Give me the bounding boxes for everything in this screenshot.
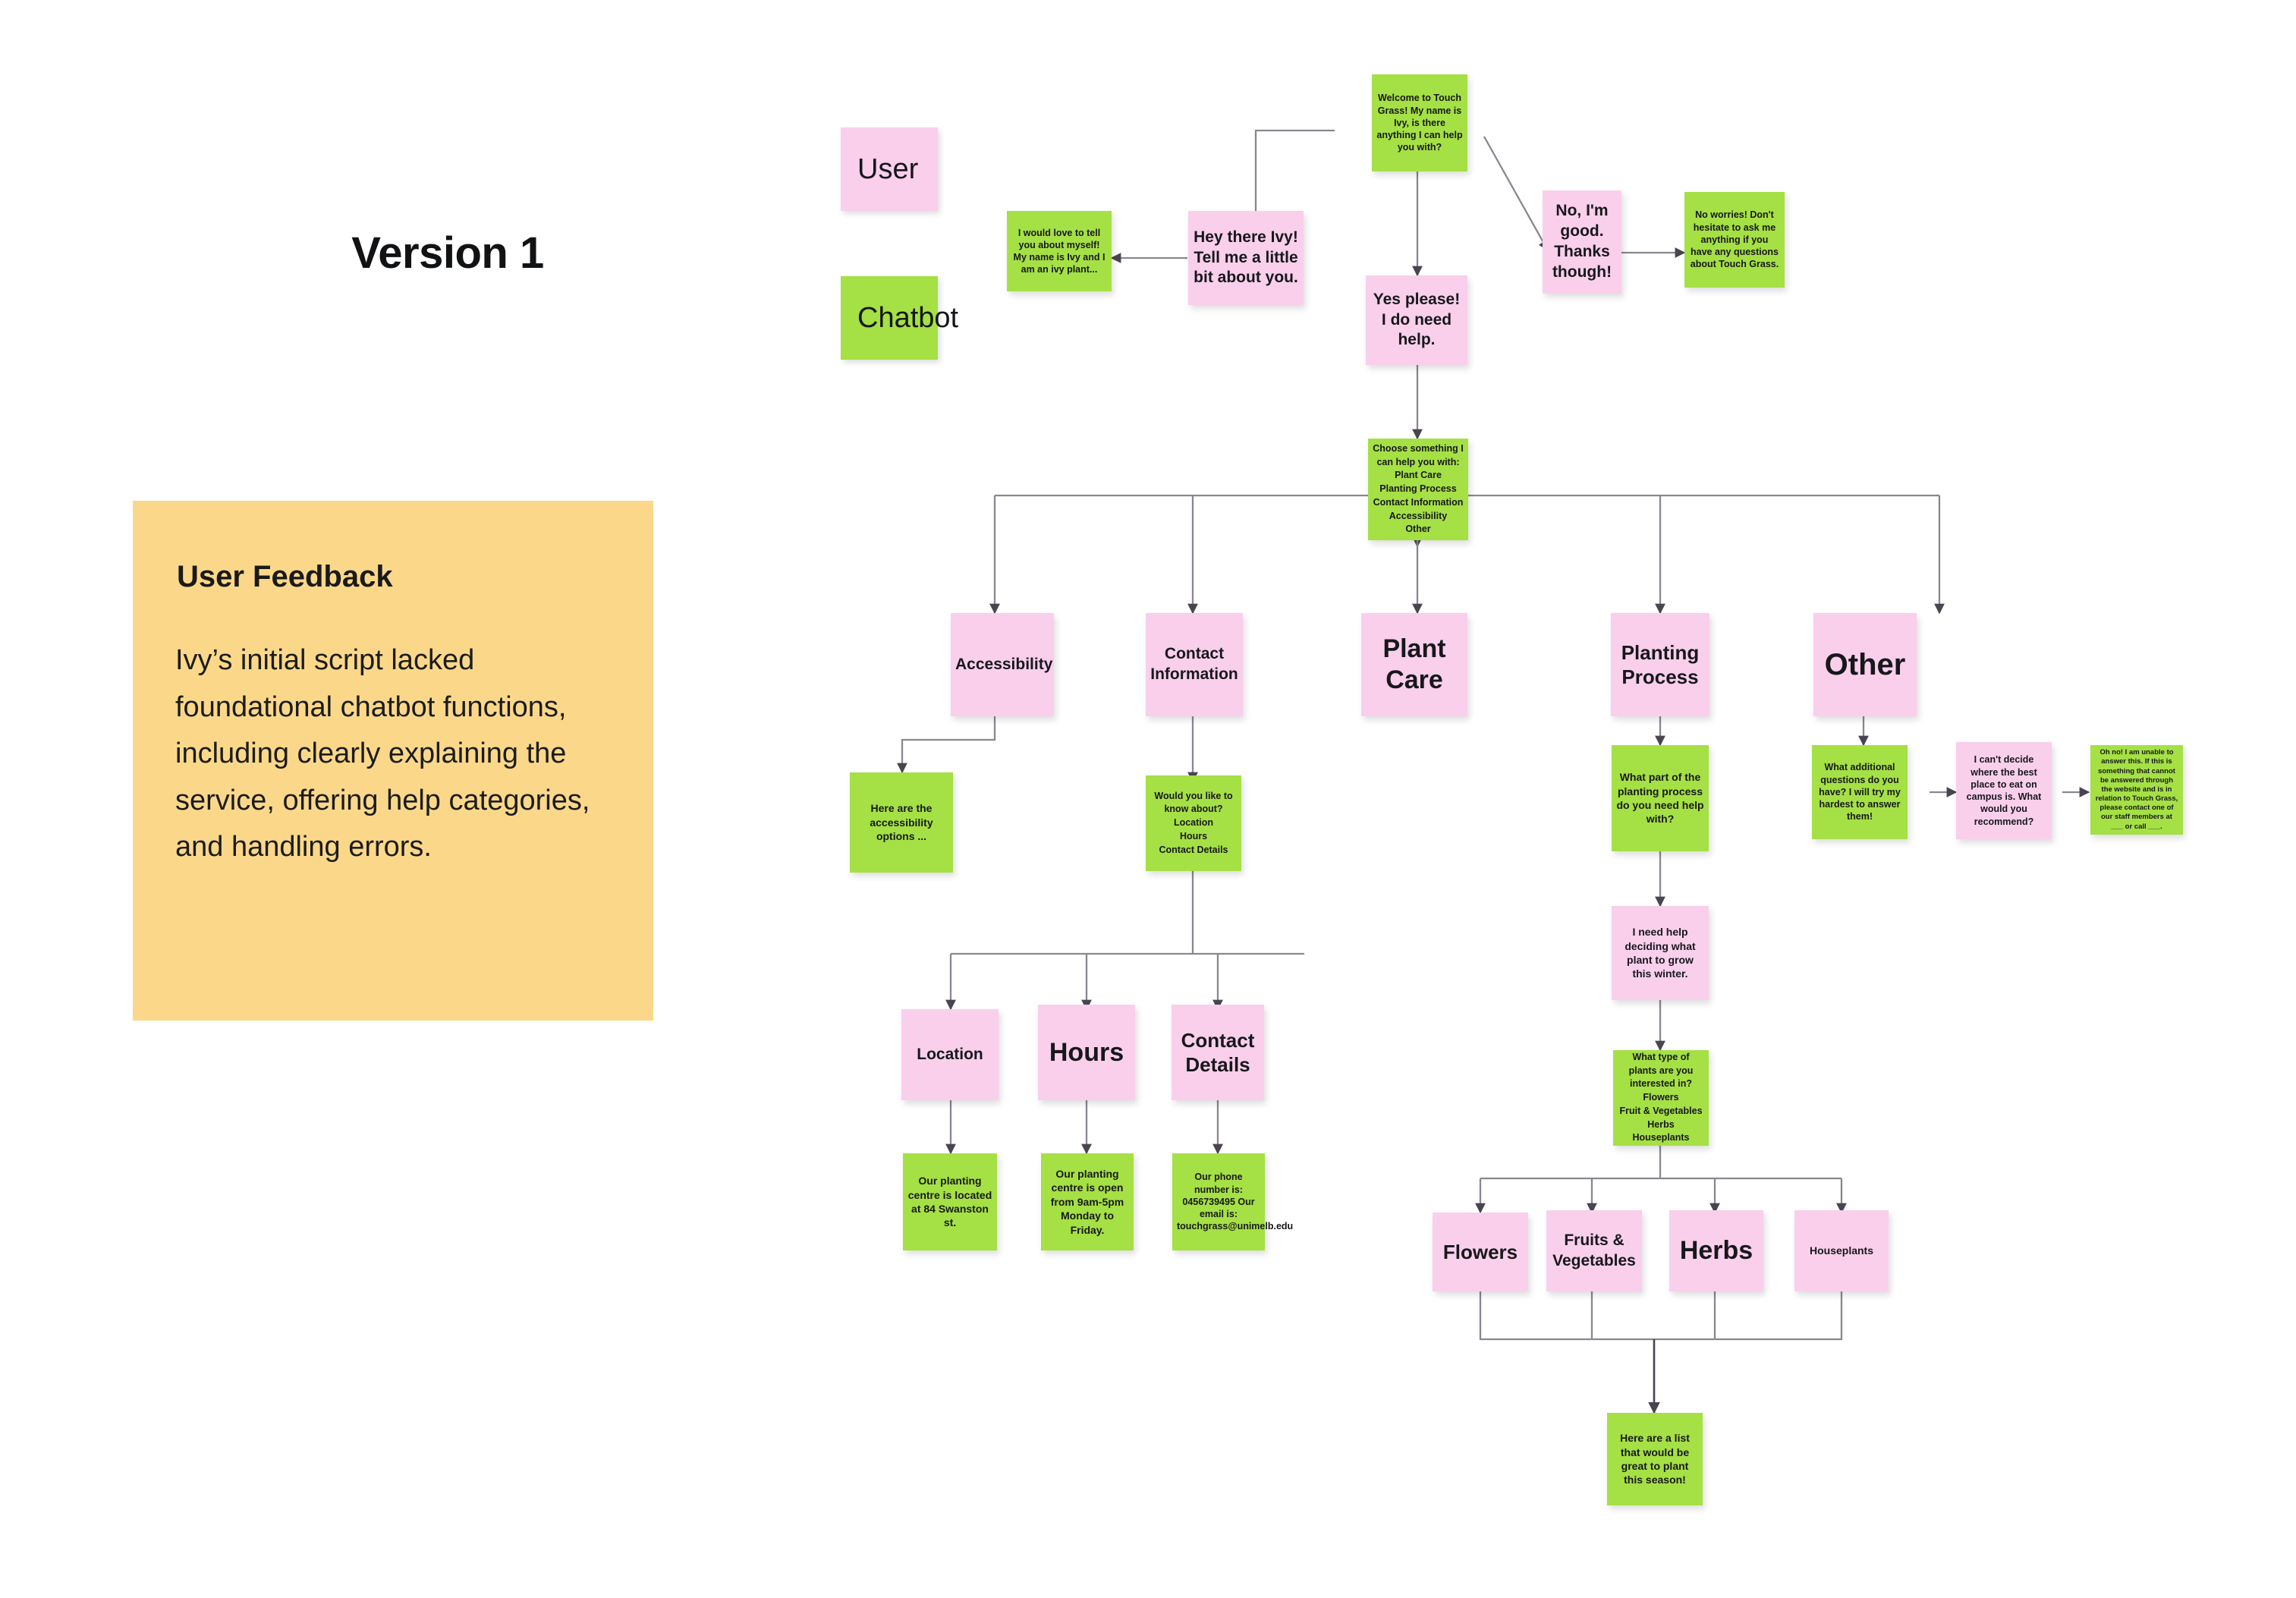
node-no-worries-text: No worries! Don't hesitate to ask me any… <box>1690 209 1779 270</box>
node-other-user-reply-text: I can't decide where the best place to e… <box>1966 754 2042 827</box>
node-planting-user-reply-text: I need help deciding what plant to grow … <box>1624 926 1696 980</box>
node-yes-please[interactable]: Yes please! I do need help. <box>1366 275 1467 365</box>
node-plant-list-answer[interactable]: Here are a list that would be great to p… <box>1607 1413 1703 1505</box>
plant-type-fruits-vegetables-label: Fruits & Vegetables <box>1552 1231 1636 1269</box>
node-yes-please-text: Yes please! I do need help. <box>1373 290 1461 349</box>
node-other-fallback[interactable]: Oh no! I am unable to answer this. If th… <box>2090 745 2183 835</box>
node-contact-menu[interactable]: Would you like to know about? Location H… <box>1146 775 1241 871</box>
category-contact-information-label: Contact Information <box>1150 645 1238 683</box>
subcategory-contact-details-label: Contact Details <box>1181 1028 1255 1077</box>
node-help-menu-text: Choose something I can help you with: Pl… <box>1373 442 1464 535</box>
node-other-user-reply[interactable]: I can't decide where the best place to e… <box>1956 742 2052 839</box>
category-accessibility[interactable]: Accessibility <box>951 613 1054 716</box>
plant-type-flowers-label: Flowers <box>1442 1240 1518 1263</box>
node-location-answer[interactable]: Our planting centre is located at 84 Swa… <box>903 1153 997 1250</box>
node-location-answer-text: Our planting centre is located at 84 Swa… <box>907 1175 992 1229</box>
legend-chatbot-label: Chatbot <box>857 301 959 334</box>
plant-type-herbs[interactable]: Herbs <box>1669 1210 1763 1291</box>
node-planting-user-reply[interactable]: I need help deciding what plant to grow … <box>1612 906 1709 1000</box>
user-feedback-card: User Feedback Ivy’s initial script lacke… <box>133 501 653 1021</box>
category-accessibility-label: Accessibility <box>955 655 1053 673</box>
category-other[interactable]: Other <box>1813 613 1917 716</box>
legend-chatbot-swatch: Chatbot <box>841 276 958 360</box>
node-no-worries[interactable]: No worries! Don't hesitate to ask me any… <box>1684 192 1785 288</box>
node-plant-type-menu[interactable]: What type of plants are you interested i… <box>1613 1050 1709 1146</box>
legend-user-label: User <box>857 153 919 185</box>
node-contact-menu-text: Would you like to know about? Location H… <box>1154 790 1233 855</box>
node-no-im-good-text: No, I'm good. Thanks though! <box>1552 202 1612 281</box>
category-planting-process[interactable]: Planting Process <box>1611 613 1709 716</box>
node-hours-answer-text: Our planting centre is open from 9am-5pm… <box>1050 1167 1124 1236</box>
category-other-label: Other <box>1824 648 1906 681</box>
node-contact-answer[interactable]: Our phone number is: 0456739495 Our emai… <box>1172 1153 1294 1250</box>
node-accessibility-answer-text: Here are the accessibility options ... <box>870 802 933 843</box>
node-other-fallback-text: Oh no! I am unable to answer this. If th… <box>2095 748 2178 831</box>
subcategory-hours[interactable]: Hours <box>1038 1005 1135 1100</box>
plant-type-flowers[interactable]: Flowers <box>1433 1213 1528 1291</box>
subcategory-location-label: Location <box>917 1045 983 1063</box>
user-feedback-heading: User Feedback <box>177 560 393 593</box>
node-welcome[interactable]: Welcome to Touch Grass! My name is Ivy, … <box>1372 74 1467 171</box>
plant-type-houseplants-label: Houseplants <box>1809 1244 1873 1257</box>
category-plant-care-label: Plant Care <box>1382 634 1446 694</box>
user-feedback-body: Ivy’s initial script lacked foundational… <box>175 644 590 863</box>
node-plant-list-answer-text: Here are a list that would be great to p… <box>1620 1432 1690 1486</box>
node-other-question-text: What additional questions do you have? I… <box>1819 762 1901 823</box>
node-planting-question[interactable]: What part of the planting process do you… <box>1612 745 1709 851</box>
legend-user-swatch: User <box>841 127 938 211</box>
node-about-ivy-text: I would love to tell you about myself! M… <box>1013 227 1106 275</box>
category-contact-information[interactable]: Contact Information <box>1146 613 1243 716</box>
subcategory-contact-details[interactable]: Contact Details <box>1172 1005 1264 1100</box>
subcategory-hours-label: Hours <box>1049 1037 1124 1067</box>
node-planting-question-text: What part of the planting process do you… <box>1616 771 1704 826</box>
page-title: Version 1 <box>351 228 544 278</box>
subcategory-location[interactable]: Location <box>901 1009 999 1100</box>
category-planting-process-label: Planting Process <box>1621 640 1700 689</box>
node-about-ivy[interactable]: I would love to tell you about myself! M… <box>1007 211 1112 291</box>
node-hours-answer[interactable]: Our planting centre is open from 9am-5pm… <box>1041 1153 1134 1250</box>
plant-type-houseplants[interactable]: Houseplants <box>1794 1210 1889 1291</box>
node-plant-type-menu-text: What type of plants are you interested i… <box>1619 1051 1703 1143</box>
node-contact-answer-text: Our phone number is: 0456739495 Our emai… <box>1177 1172 1294 1232</box>
node-no-im-good[interactable]: No, I'm good. Thanks though! <box>1543 190 1621 294</box>
node-welcome-text: Welcome to Touch Grass! My name is Ivy, … <box>1376 93 1463 153</box>
node-help-menu[interactable]: Choose something I can help you with: Pl… <box>1368 439 1468 540</box>
node-hey-there-ivy-text: Hey there Ivy! Tell me a little bit abou… <box>1194 228 1298 287</box>
plant-type-fruits-vegetables[interactable]: Fruits & Vegetables <box>1546 1210 1642 1291</box>
node-hey-there-ivy[interactable]: Hey there Ivy! Tell me a little bit abou… <box>1188 211 1304 305</box>
category-plant-care[interactable]: Plant Care <box>1361 613 1467 716</box>
plant-type-herbs-label: Herbs <box>1679 1236 1753 1266</box>
node-other-question[interactable]: What additional questions do you have? I… <box>1812 745 1908 839</box>
node-accessibility-answer[interactable]: Here are the accessibility options ... <box>850 772 953 873</box>
